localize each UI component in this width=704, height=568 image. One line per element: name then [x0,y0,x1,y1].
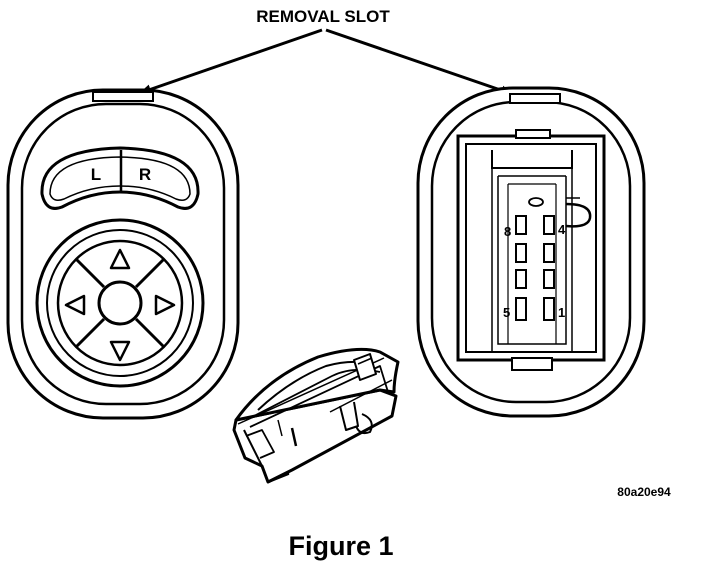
pin-4-label: 4 [558,222,566,237]
pin-8-label: 8 [504,224,511,239]
callout-arrow-left [139,28,323,95]
center-button [97,280,143,326]
arrow-left-icon [64,294,86,316]
removal-slot-left [92,91,154,102]
connector-housing [456,129,606,371]
arrow-down-icon [109,340,131,362]
removal-slot-right [509,93,561,104]
pin-1-label: 1 [558,305,565,320]
arrow-right-icon [154,294,176,316]
removal-slot-label: REMOVAL SLOT [256,7,390,26]
switch-side-view [232,347,400,484]
callout-arrow-right [325,28,513,96]
switch-front-view: L R [6,88,240,420]
right-selector-label: R [139,165,151,184]
left-right-selector: L R [40,146,200,210]
left-selector-label: L [91,165,101,184]
switch-back-view [416,86,646,418]
direction-pad [35,218,205,388]
figure-caption: Figure 1 [288,531,393,561]
figure-code: 80a20e94 [617,485,671,499]
pin-5-label: 5 [503,305,510,320]
arrow-up-icon [109,248,131,270]
